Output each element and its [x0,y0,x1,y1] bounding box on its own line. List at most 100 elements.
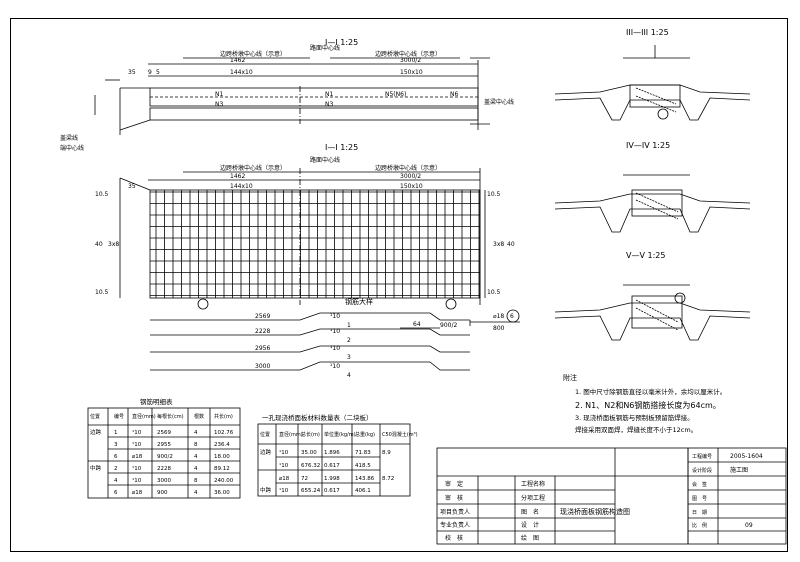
label-left-marker: 边跨桥墩中心线（示意） [220,50,286,58]
rebar-label-3: ¹10 [330,345,340,352]
rebar-num-4: 4 [347,372,351,379]
rebar-shapes [150,298,520,371]
table2-cell: 72 [301,476,308,482]
rebar-len-4: 3000 [255,363,270,370]
tb-review: 审 定 [445,480,463,488]
table1-cell: 2569 [157,430,171,436]
note-4: 焊接采用双面焊，焊缝长度不小于12cm。 [575,425,697,434]
label-n1b: N1 [325,91,333,98]
dim-9-top: 9 [148,69,152,76]
label-right-marker: 边跨桥墩中心线（示意） [375,50,441,58]
rebar-label-2: ¹10 [330,328,340,335]
table1-cell: ⌀18 [132,454,143,460]
table2-cell: ¹10 [279,487,289,494]
table2-cell: 8.72 [382,476,394,482]
table1-cell: 8 [194,478,198,484]
table1-cell: 240.00 [214,478,234,484]
note-1: 1. 图中尺寸除钢筋直径以毫米计外，余均以厘米计。 [575,387,726,396]
dim-144x10-plan: 144x10 [230,183,253,190]
table1-cell: 2955 [157,442,171,448]
rebar-dia18-len: 800 [493,325,505,332]
dim-h10-5: 10.5 [95,191,109,198]
table1-cell: 6 [114,454,118,460]
tb-stage-lbl: 设计阶段 [692,467,712,474]
dim-3000-2-plan: 3000/2 [400,173,421,180]
tb-drawing-name: 现浇桥面板钢筋构造图 [560,507,630,516]
dim-35-plan: 35 [128,183,136,190]
table1-cell: 8 [194,442,198,448]
table1-cell: 89.12 [214,466,230,472]
tb-proj-lead: 项目负责人 [440,508,470,516]
tb-check: 审 核 [445,494,463,502]
table2-cell: ⌀18 [279,476,290,482]
label-n5: N5(N6) [385,91,406,98]
tb-draw-lbl: 绘 图 [521,534,539,542]
table1-cell: 4 [114,478,118,484]
dim-35-top: 35 [128,69,136,76]
tb-design-lbl: 设 计 [521,521,539,529]
label-mid-marker-2: 路面中心线 [310,156,340,164]
table1-cell: 236.4 [214,442,230,448]
tb-subitem-lbl: 分项工程 [521,494,545,502]
dim-1462-plan: 1462 [230,173,245,180]
table1-cell: ¹10 [132,465,142,472]
label-right-side: 盖梁中心线 [484,98,514,106]
label-n3b: N3 [325,101,333,108]
tb-drawing-lbl: 图 名 [521,508,539,516]
dim-150x10-plan: 150x10 [400,183,423,190]
tb-eng-no: 2005-1604 [730,453,763,460]
table1-cell: 4 [194,490,198,496]
table1-cell: 3000 [157,478,171,484]
tb-sheet: 09 [745,522,753,529]
table1-header: 编号 [114,413,124,420]
table1-header: 根数 [194,413,204,420]
rebar-len-3: 2956 [255,345,270,352]
table2-cell: ¹10 [279,449,289,456]
rebar-half: 900/2 [440,322,457,329]
rebar-num-3: 3 [347,354,351,361]
rebar-num-2: 2 [347,337,351,344]
table1-cell: ⌀18 [132,490,143,496]
rebar-small-dim: 64 [413,321,421,328]
tb-proj-name-lbl: 工程名称 [521,480,545,488]
label-left-marker-2: 边跨桥墩中心线（示意） [220,164,286,172]
table1-header: 直径(mm) [132,413,156,420]
table2-title: 一孔现浇桥面板材料数量表（二块板） [262,413,373,422]
dim-144x10-top: 144x10 [230,69,253,76]
tb-stage: 施工图 [730,466,748,474]
table1-header: 共长(m) [214,413,233,420]
table2-header: 直径(mm) [279,431,303,438]
table1-cell: 900/2 [157,454,173,460]
drawing-frame [10,18,788,552]
tb-design: 校 核 [445,534,463,542]
note-3: 3. 现浇桥面板钢筋与预制板预留筋焊接。 [575,413,694,422]
label-n1: N1 [215,91,223,98]
tb-r5: 日 期 [692,510,707,516]
rebar-num-6: 6 [510,313,514,320]
table2-cell: 35.00 [301,450,317,456]
cross-section-5 [554,284,751,341]
rebar-len-2: 2228 [255,328,270,335]
table1-cell: 1 [114,430,118,436]
table2-cell: 0.617 [324,463,340,469]
table2-cell: 1.896 [324,450,340,456]
dim-h40: 40 [95,241,103,248]
rebar-dia18: ⌀18 [493,313,504,320]
table1-cell: ¹10 [132,429,142,436]
table2-header: 单位重(kg/m) [324,431,356,438]
rebar-label-1: ¹10 [330,313,340,320]
rebar-len-1: 2569 [255,313,270,320]
tb-spec-lead: 专业负责人 [440,521,470,529]
table2-cell: 0.617 [324,488,340,494]
table1-cell: 36.00 [214,490,230,496]
table2-cell: 边跨 [260,448,272,456]
rebar-label-4: ¹10 [330,363,340,370]
table2-header: 位置 [260,431,270,438]
table2-cell: 676.32 [301,463,320,469]
table1-cell: 900 [157,490,168,496]
dim-h3x8: 3x8 [108,241,119,248]
dim-r10-5b: 10.5 [487,289,501,296]
section-title-1: I—I 1:25 [325,38,358,47]
table1-header: 位置 [90,413,100,420]
